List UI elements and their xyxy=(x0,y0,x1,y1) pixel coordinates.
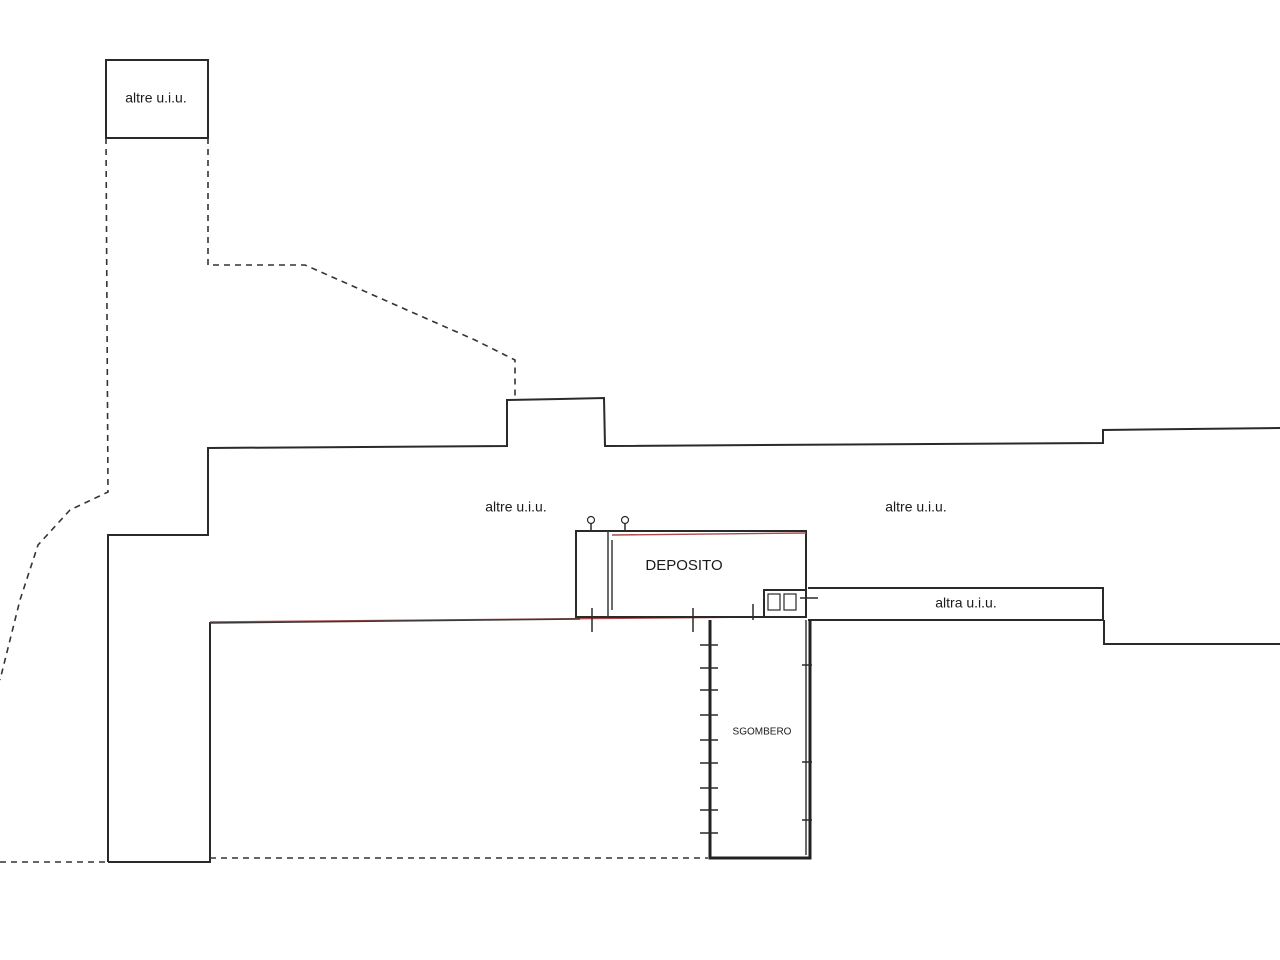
label-room-deposito: DEPOSITO xyxy=(645,557,722,574)
dashed-boundary-left xyxy=(0,137,109,681)
utility-closet xyxy=(763,589,807,618)
label-other-units-right: altre u.i.u. xyxy=(885,499,946,515)
building-outline xyxy=(107,396,1280,862)
building-outline-right-lower xyxy=(1103,620,1280,645)
label-other-unit-corridor: altra u.i.u. xyxy=(935,595,996,611)
label-other-units-left: altre u.i.u. xyxy=(485,499,546,515)
deposito-room xyxy=(575,530,807,618)
pillar-2 xyxy=(620,515,630,525)
dashed-boundary-top xyxy=(207,138,516,398)
deposito-top-accent xyxy=(611,532,807,536)
pillar-1 xyxy=(586,515,596,525)
utility-fixture-1 xyxy=(767,593,781,611)
utility-fixture-2 xyxy=(783,593,797,611)
corridor-outline xyxy=(808,587,1104,621)
property-line-middle-black xyxy=(209,618,581,624)
label-room-sgombero: SGOMBERO xyxy=(733,727,792,738)
sgombero-wall-ticks xyxy=(700,644,718,834)
label-other-units-top: altre u.i.u. xyxy=(125,90,186,106)
courtyard-outline xyxy=(108,622,211,863)
sgombero-right-ticks xyxy=(802,664,812,821)
other-units-box-top xyxy=(105,59,209,139)
sgombero-room xyxy=(708,620,812,860)
